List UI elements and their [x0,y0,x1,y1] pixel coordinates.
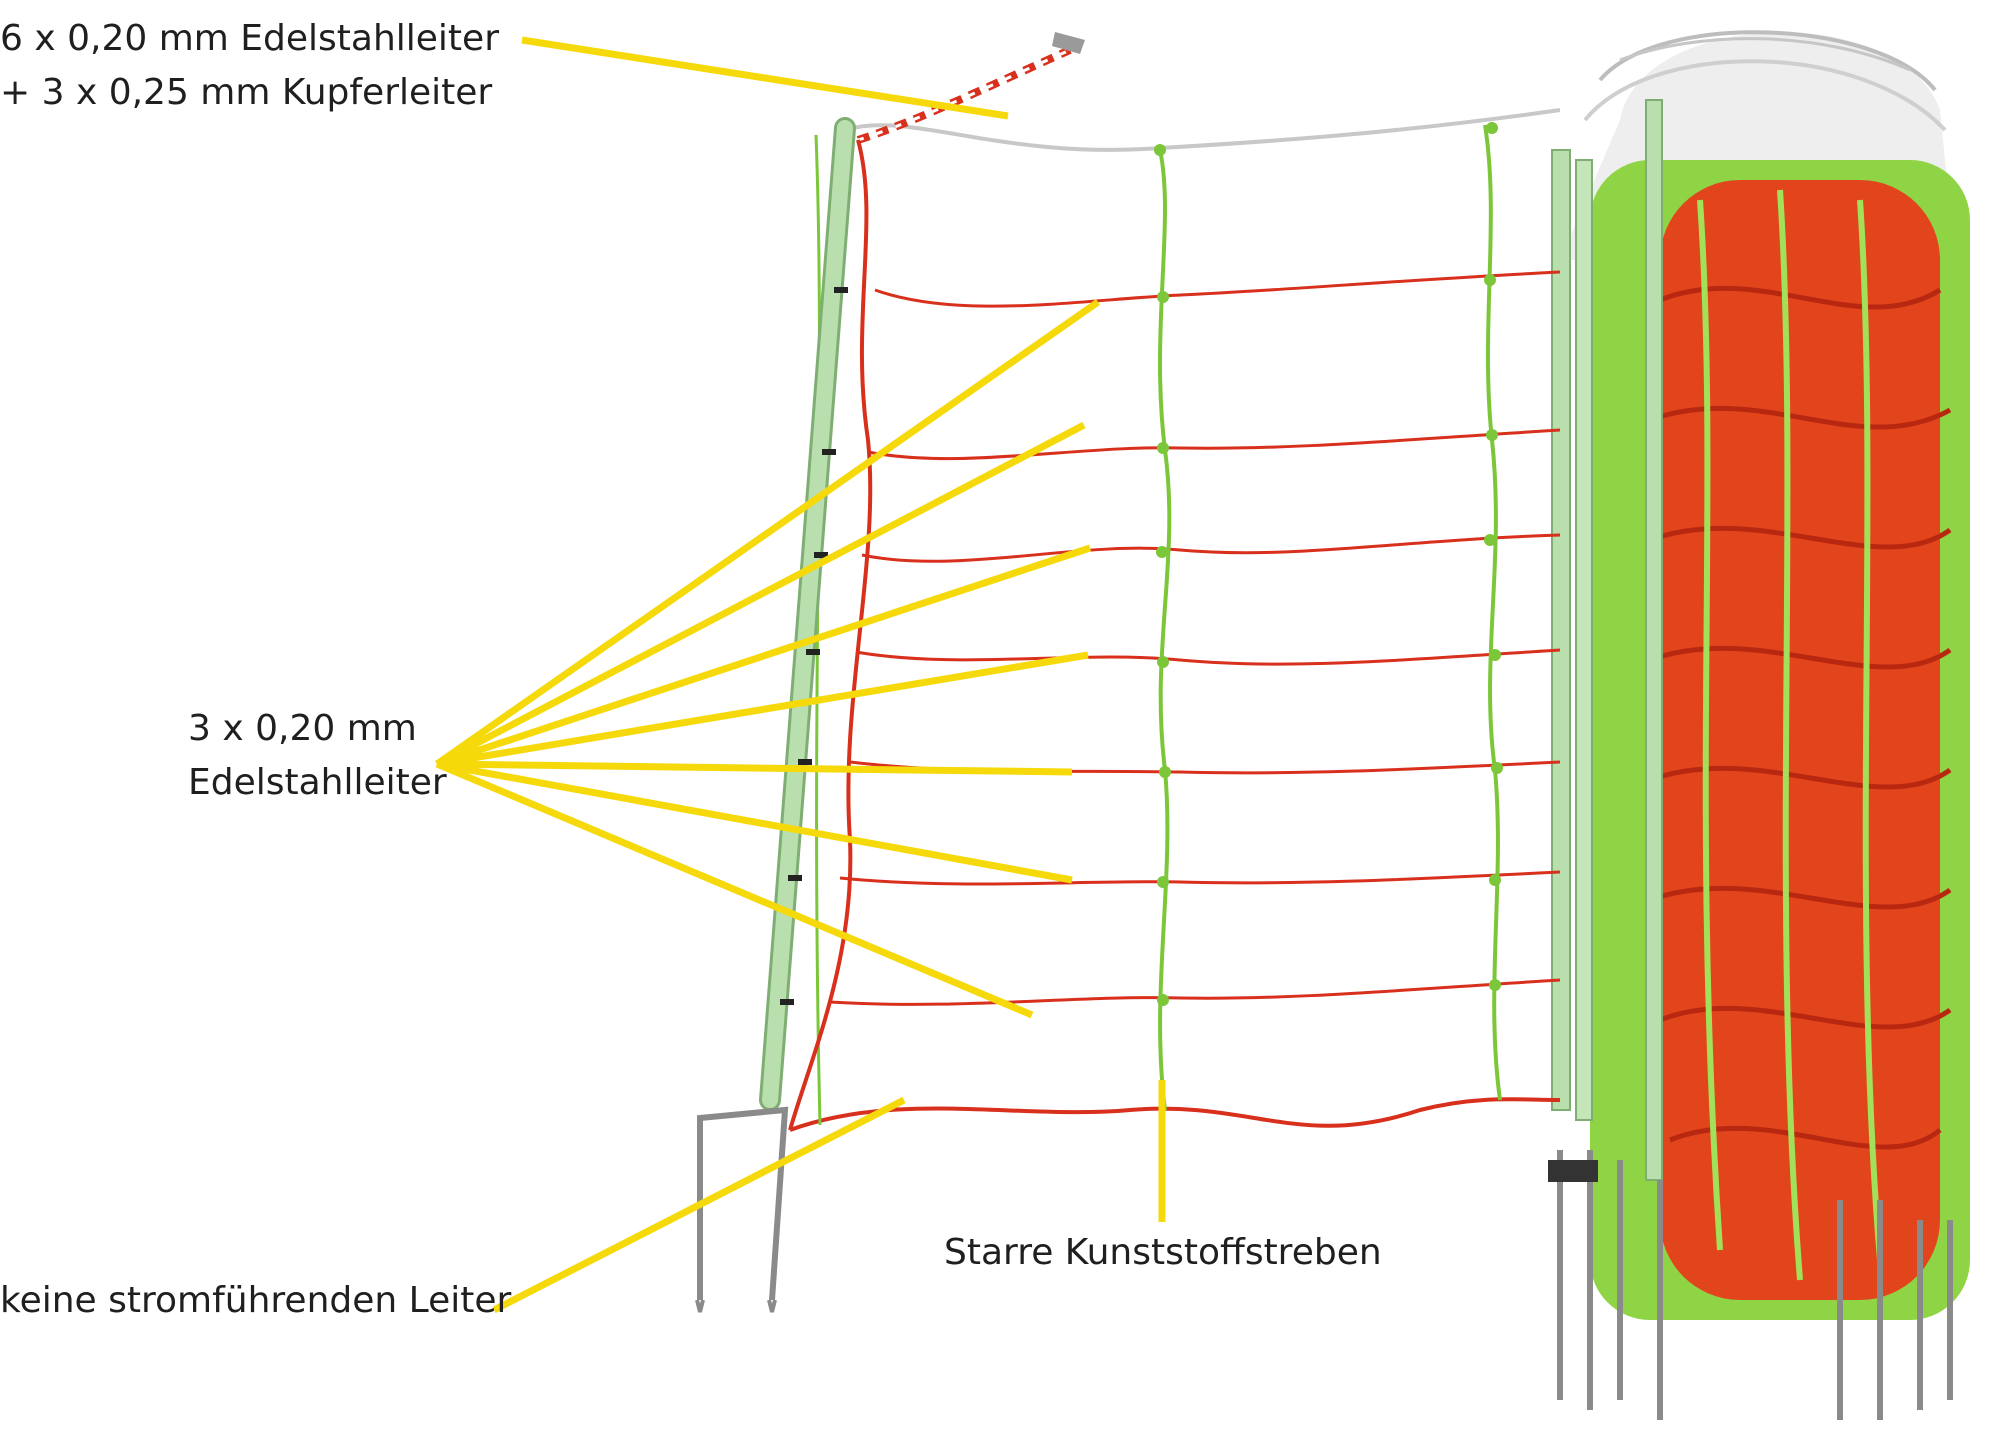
leader-mid-5 [436,760,1073,776]
conductor-wire [839,870,1561,886]
roll-green-struts [1697,189,1883,1281]
roll-post [1575,159,1593,1121]
rolled-netting [1548,30,1970,1420]
roll-top-wire [1583,59,1947,132]
conductor-wire [855,648,1561,666]
leader-mid-6 [436,760,1073,884]
stake-tips [695,1299,777,1313]
label-steel-conductors-line1: 3 x 0,20 mm [188,708,417,749]
label-steel-conductors-line2: Edelstahlleiter [188,762,447,803]
leader-mid-2 [435,421,1086,768]
label-main-conductors-line2: + 3 x 0,25 mm Kupferleiter [0,72,493,113]
fence-post [762,120,853,1108]
netting [695,32,1561,1313]
leader-mid-7 [435,760,1034,1019]
leader-lines [434,36,1166,1314]
post-down-conductor [788,139,873,1131]
strut-knots [1154,122,1503,1006]
leader-mid-3 [435,544,1092,768]
label-rigid-struts: Starre Kunststoffstreben [944,1232,1382,1273]
roll-top-wire [1619,37,1911,72]
connection-cable-white [857,48,1071,142]
bottom-wire [789,1097,1561,1132]
roll-post [1645,99,1663,1181]
top-conductor [844,108,1561,152]
conductor-wire [867,428,1561,461]
strut [1158,149,1172,1111]
leader-mid-4 [436,651,1089,768]
label-steel-conductors: 3 x 0,20 mm Edelstahlleiter [188,702,447,810]
strut [1483,124,1502,1101]
conductor-wire [861,533,1561,563]
cable-connector [1052,32,1085,54]
roll-post [1551,149,1571,1111]
leader-top [521,36,1009,120]
post-stake [697,1106,789,1301]
label-main-conductors: 6 x 0,20 mm Edelstahlleiter + 3 x 0,25 m… [0,12,499,120]
roll-clip [1548,1160,1598,1182]
label-main-conductors-line1: 6 x 0,20 mm Edelstahlleiter [0,18,499,59]
label-non-live-wire: keine stromführenden Leiter [0,1280,512,1321]
conductor-wire [829,978,1561,1006]
roll-red-wires [1649,285,1952,1150]
leader-mid-1 [434,299,1101,767]
roll-stakes [1557,1150,1953,1420]
post-clips [780,287,848,1005]
leader-bottom [492,1096,906,1314]
conductor-wire [874,270,1561,308]
